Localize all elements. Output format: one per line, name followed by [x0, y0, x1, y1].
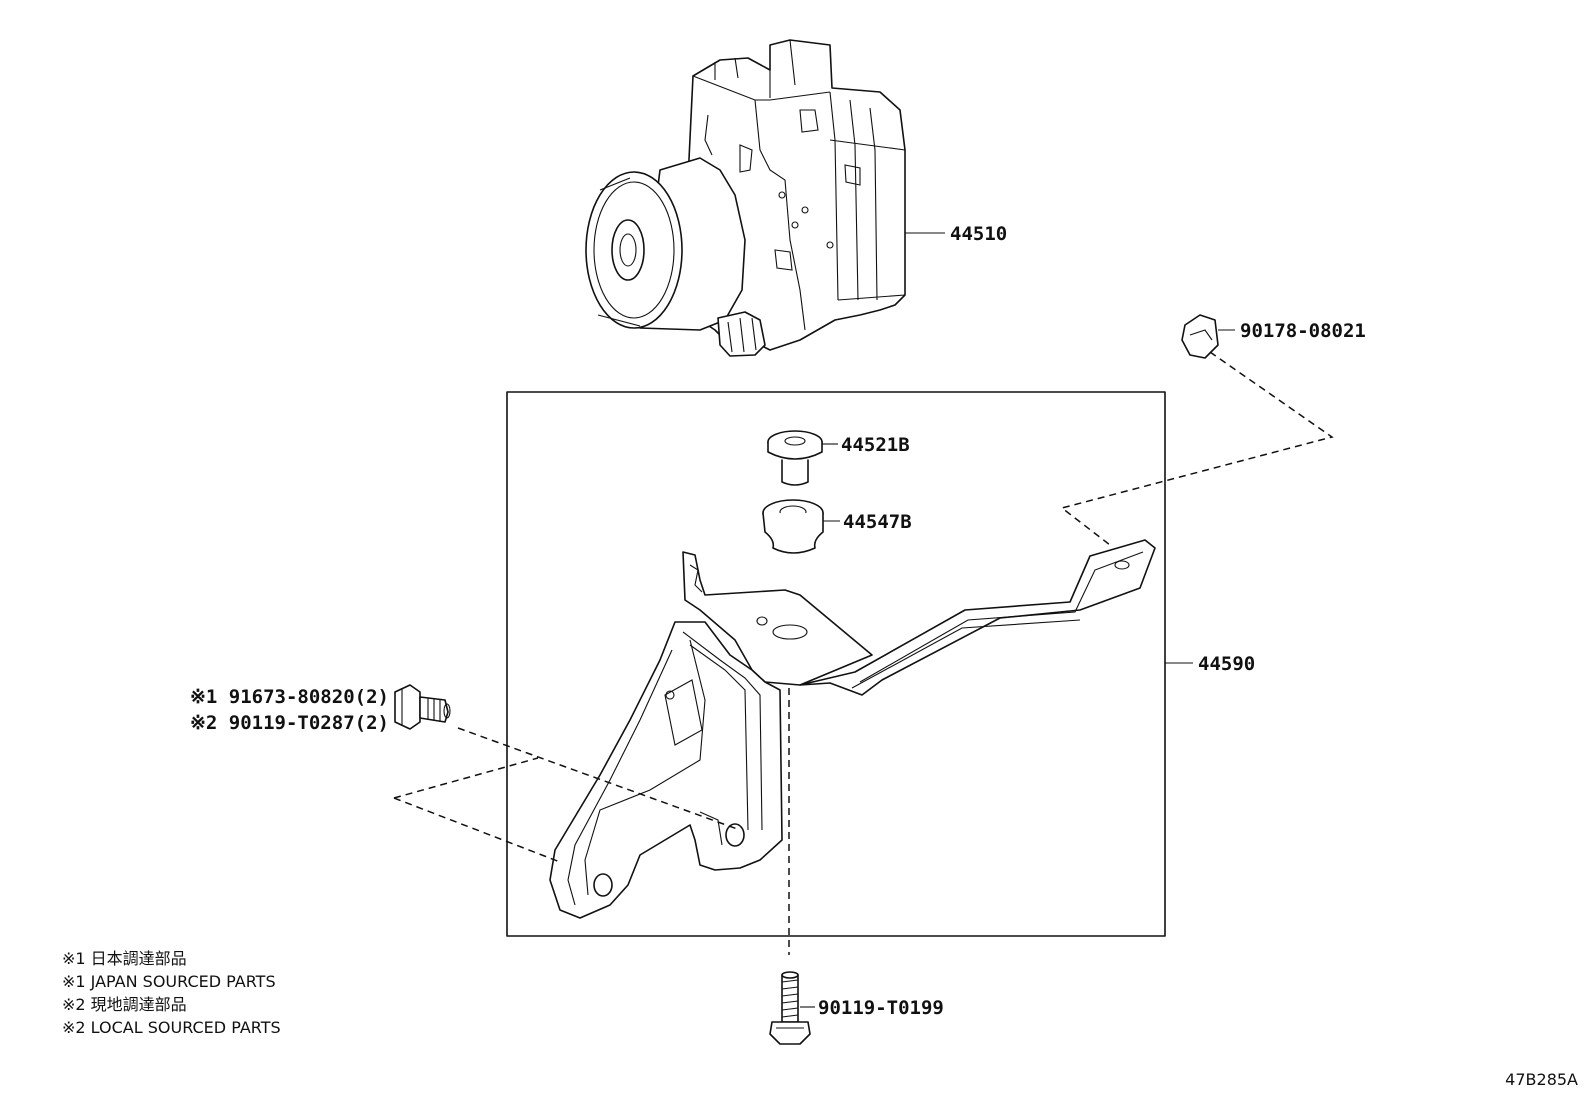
label-44521B: 44521B: [841, 434, 910, 456]
diagram-code: 47B285A: [1505, 1070, 1578, 1089]
abs-actuator-drawing: [585, 39, 945, 357]
bolt-90119-t0199-drawing: [769, 971, 815, 1045]
bracket-44590-drawing: [549, 539, 1156, 919]
label-44590: 44590: [1198, 653, 1255, 675]
note-local-sourced-en: ※2 LOCAL SOURCED PARTS: [62, 1018, 281, 1037]
collar-44521b-drawing: [767, 430, 838, 486]
nut-guide-line: [1060, 351, 1334, 546]
bolt-guide-line-3: [393, 797, 561, 863]
note-japan-sourced-jp: ※1 日本調達部品: [62, 949, 187, 968]
nut-90178-08021-drawing: [1181, 314, 1235, 359]
label-bolt-91673: ※1 91673-80820(2): [190, 686, 389, 708]
bolt-guide-line-1: [457, 727, 741, 831]
label-90119-T0199: 90119-T0199: [818, 997, 944, 1019]
note-japan-sourced-en: ※1 JAPAN SOURCED PARTS: [62, 972, 276, 991]
bolt-91673-drawing: [394, 684, 451, 730]
label-44547B: 44547B: [843, 511, 912, 533]
label-bolt-90119-t0287: ※2 90119-T0287(2): [190, 712, 389, 734]
bracket-kit-box: [506, 391, 1166, 937]
label-44510: 44510: [950, 223, 1007, 245]
label-90178-08021: 90178-08021: [1240, 320, 1366, 342]
note-local-sourced-jp: ※2 現地調達部品: [62, 995, 187, 1014]
grommet-44547b-drawing: [762, 499, 840, 554]
bolt-guide-line-2: [393, 757, 539, 799]
